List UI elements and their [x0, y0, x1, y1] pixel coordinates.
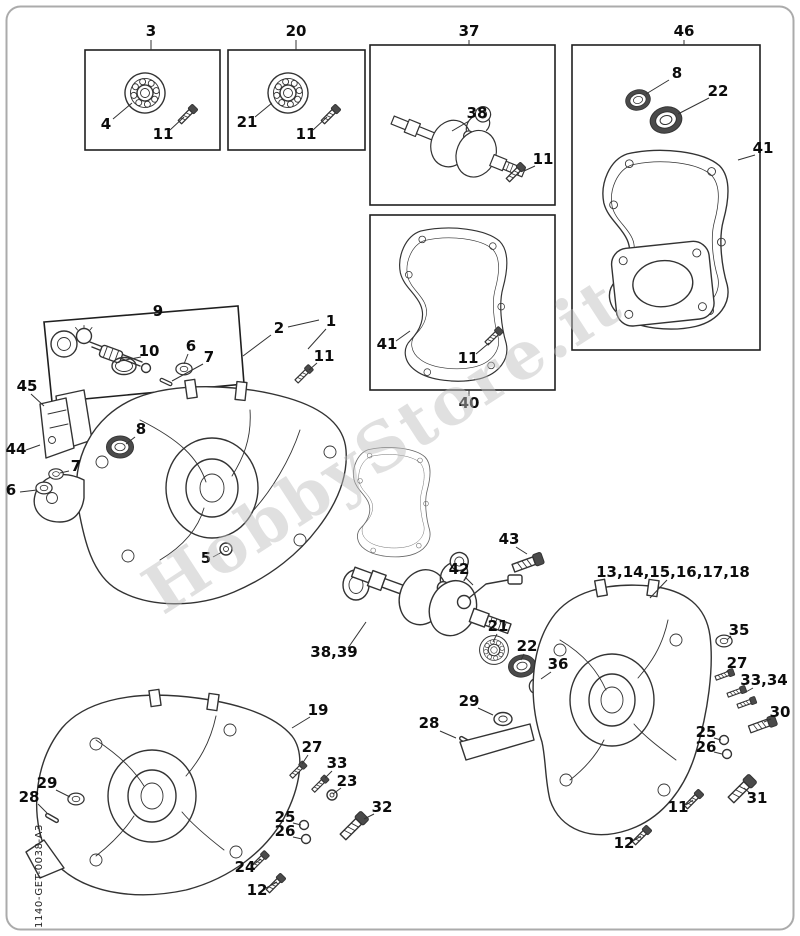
callout-27: 27	[727, 654, 748, 672]
callout-30: 30	[770, 703, 791, 721]
callout-38-39: 38,39	[310, 643, 357, 661]
assembly-tool-42-drawing	[456, 574, 523, 610]
crankcase-half-left-drawing	[25, 688, 301, 896]
callout-29: 29	[459, 692, 480, 710]
callout-33: 33	[327, 754, 348, 772]
callout-12: 12	[614, 834, 635, 852]
screw-icon	[735, 695, 758, 711]
callout-22: 22	[708, 82, 729, 100]
callout-11: 11	[668, 798, 689, 816]
callout-3: 3	[146, 22, 156, 40]
callout-11: 11	[153, 125, 174, 143]
ball-bearing-icon	[263, 68, 313, 118]
callout-21: 21	[237, 113, 258, 131]
oil-seal-icon	[105, 435, 135, 459]
page-border	[5, 5, 795, 931]
screw-icon	[264, 872, 287, 895]
callout-7: 7	[71, 457, 81, 475]
callout-45: 45	[17, 377, 38, 395]
callout-19: 19	[308, 701, 329, 719]
callout-13-18: 13,14,15,16,17,18	[596, 563, 750, 581]
callout-41: 41	[753, 139, 774, 157]
callout-11: 11	[533, 150, 554, 168]
callout-23: 23	[337, 772, 358, 790]
washer-icon	[35, 481, 53, 495]
callout-11: 11	[314, 347, 335, 365]
callout-22: 22	[517, 637, 538, 655]
callout-26: 26	[696, 738, 717, 756]
callout-28: 28	[419, 714, 440, 732]
screw-icon	[293, 363, 315, 385]
callout-20: 20	[286, 22, 307, 40]
plug-5-drawing	[219, 542, 233, 556]
callout-44: 44	[6, 440, 27, 458]
washer-icon	[48, 468, 64, 480]
screw-icon	[310, 774, 330, 794]
screw-icon	[176, 103, 199, 126]
callout-10: 10	[139, 342, 160, 360]
callout-35: 35	[729, 621, 750, 639]
leader-lines	[19, 40, 772, 889]
callout-1: 1	[326, 312, 336, 330]
callout-11: 11	[458, 349, 479, 367]
callout-11: 11	[296, 125, 317, 143]
callout-33-34: 33,34	[740, 671, 787, 689]
callout-8: 8	[136, 420, 146, 438]
callout-26: 26	[275, 822, 296, 840]
inset-box-bearing-3	[84, 49, 221, 151]
callout-21: 21	[488, 617, 509, 635]
callout-31: 31	[747, 789, 768, 807]
oil-seal-icon	[622, 86, 654, 114]
callout-40: 40	[459, 394, 480, 412]
oil-pump-drawing	[50, 325, 152, 374]
callout-38: 38	[467, 104, 488, 122]
inset-box-seals-46	[571, 44, 761, 351]
washer-icon	[67, 792, 85, 806]
callout-25: 25	[696, 723, 717, 741]
callout-27: 27	[302, 738, 323, 756]
callout-25: 25	[275, 808, 296, 826]
stud-43-icon	[510, 551, 546, 575]
crankshaft-drawing	[383, 76, 542, 196]
part-26-icon	[721, 748, 733, 760]
inset-box-gasket-40	[369, 214, 556, 391]
crankcase-half-upper-drawing	[33, 378, 347, 605]
callout-6: 6	[186, 337, 196, 355]
callout-28: 28	[19, 788, 40, 806]
callout-5: 5	[201, 549, 211, 567]
crankcase-half-right-drawing	[459, 578, 712, 836]
cylinder-gasket-drawing	[610, 240, 715, 327]
washer-icon	[493, 711, 513, 727]
callout-9: 9	[153, 302, 163, 320]
callout-29: 29	[37, 774, 58, 792]
callout-41: 41	[377, 335, 398, 353]
callout-32: 32	[372, 798, 393, 816]
document-code: 1140-GET-0038-A3	[34, 824, 45, 928]
oil-seal-icon	[506, 652, 538, 680]
callout-2: 2	[274, 319, 284, 337]
callout-7: 7	[204, 348, 214, 366]
callout-24: 24	[235, 858, 256, 876]
oil-seal-icon	[646, 102, 686, 138]
screw-icon	[319, 103, 342, 126]
washer-icon	[175, 362, 193, 376]
stud-icon	[338, 810, 370, 842]
callout-8: 8	[672, 64, 682, 82]
inset-box-crankshaft-37	[369, 44, 556, 206]
callout-37: 37	[459, 22, 480, 40]
callout-36: 36	[548, 655, 569, 673]
callout-42: 42	[449, 560, 470, 578]
part-26-icon	[300, 833, 312, 845]
ball-bearing-icon	[476, 632, 512, 668]
pin-icon	[158, 377, 174, 387]
callout-4: 4	[101, 115, 111, 133]
callout-12: 12	[247, 881, 268, 899]
callout-46: 46	[674, 22, 695, 40]
ball-bearing-icon	[120, 68, 170, 118]
callout-6: 6	[6, 481, 16, 499]
callout-labels: 3 20 37 46 40 4 11 21 11 38 11 8 22 41 4…	[6, 22, 791, 899]
callout-43: 43	[499, 530, 520, 548]
